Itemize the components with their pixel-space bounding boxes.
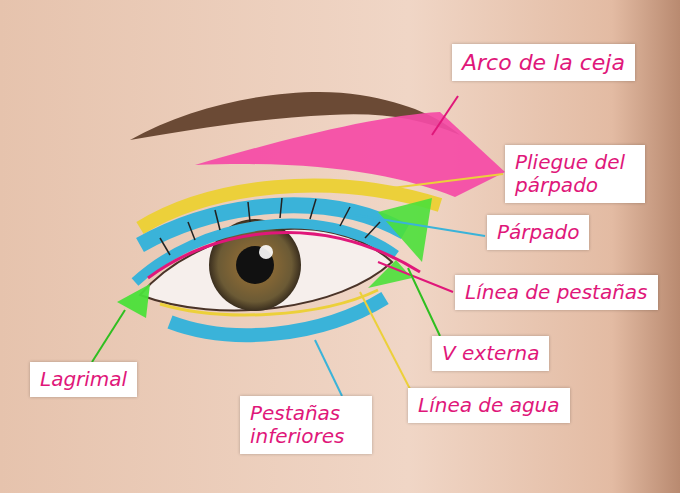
part-label: Lagrimal xyxy=(40,368,127,391)
part-label: Arco de la ceja xyxy=(462,50,625,75)
highlight xyxy=(259,245,273,259)
lash-line xyxy=(148,233,420,278)
part-label: Línea de agua xyxy=(418,394,560,417)
label-box: V externa xyxy=(432,336,549,371)
label-box: Arco de la ceja xyxy=(452,44,635,81)
part-label: Pestañas inferiores xyxy=(250,402,362,448)
part-label: Párpado xyxy=(497,221,579,244)
waterline xyxy=(160,290,378,315)
part-label: Línea de pestañas xyxy=(465,281,648,304)
label-box: Línea de agua xyxy=(408,388,570,423)
label-box: Pliegue del párpado xyxy=(505,145,645,203)
part-label: Pliegue del párpado xyxy=(515,151,635,197)
outer-v-area xyxy=(378,198,432,262)
lower-lash-area xyxy=(170,298,385,335)
label-box: Pestañas inferiores xyxy=(240,396,372,454)
upper-lashes xyxy=(160,198,380,255)
tear-duct-area xyxy=(117,284,150,318)
label-box: Párpado xyxy=(487,215,589,250)
part-label: V externa xyxy=(442,342,539,365)
label-box: Lagrimal xyxy=(30,362,137,397)
pupil xyxy=(236,246,274,284)
label-box: Línea de pestañas xyxy=(455,275,658,310)
